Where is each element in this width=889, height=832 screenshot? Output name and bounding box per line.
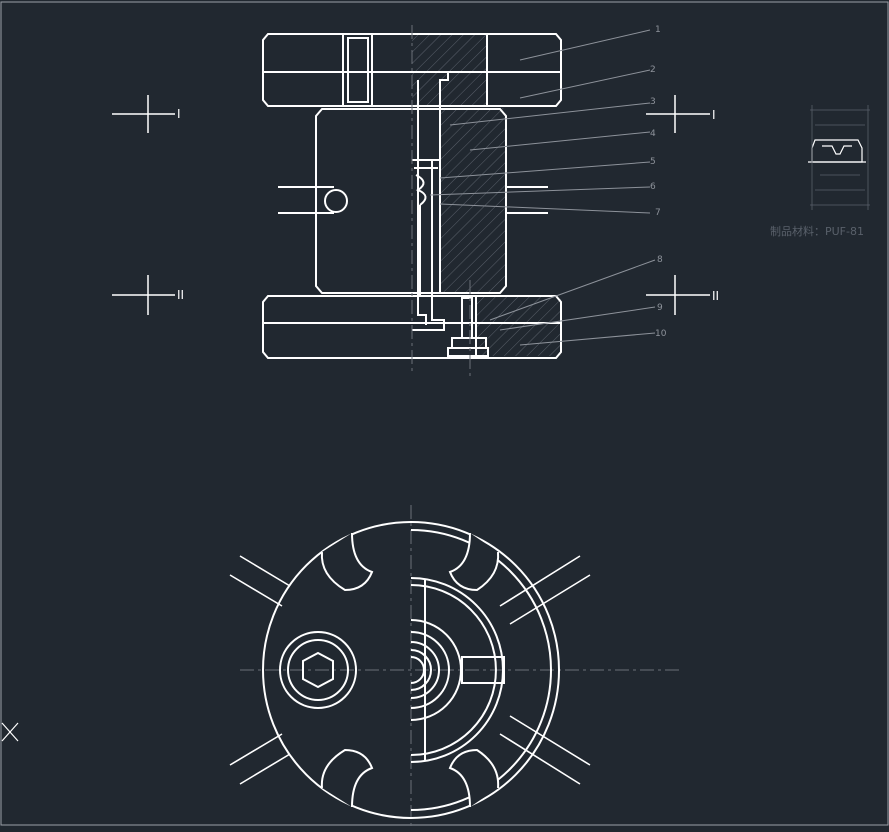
part-callout-1: 1 (655, 25, 661, 35)
section-label-bottom-right: II (712, 289, 719, 303)
crosshair-x-icon (1, 722, 19, 742)
section-label-top-left: I (177, 107, 181, 121)
product-detail-view (808, 105, 870, 210)
section-marks (112, 95, 710, 315)
part-callout-6: 6 (650, 182, 656, 192)
part-callout-9: 9 (657, 303, 663, 313)
part-callout-3: 3 (650, 97, 656, 107)
part-callout-8: 8 (657, 255, 663, 265)
part-callout-10: 10 (655, 329, 667, 339)
callout-leaders (429, 29, 656, 346)
section-label-bottom-left: II (177, 288, 184, 302)
section-label-top-right: I (712, 108, 716, 122)
product-material-note: 制品材料：PUF-81 (770, 224, 864, 238)
part-callout-2: 2 (650, 65, 656, 75)
section-labels: I I II II (177, 107, 719, 303)
plan-view (229, 521, 591, 819)
part-callout-numbers: 1 2 3 4 5 6 7 8 9 10 (650, 25, 667, 339)
front-section-view (262, 33, 562, 359)
middle-body (315, 108, 507, 294)
part-callout-5: 5 (650, 157, 656, 167)
part-callout-4: 4 (650, 129, 656, 139)
top-plate (262, 33, 562, 107)
bottom-plate (262, 295, 562, 359)
part-callout-7: 7 (655, 208, 661, 218)
